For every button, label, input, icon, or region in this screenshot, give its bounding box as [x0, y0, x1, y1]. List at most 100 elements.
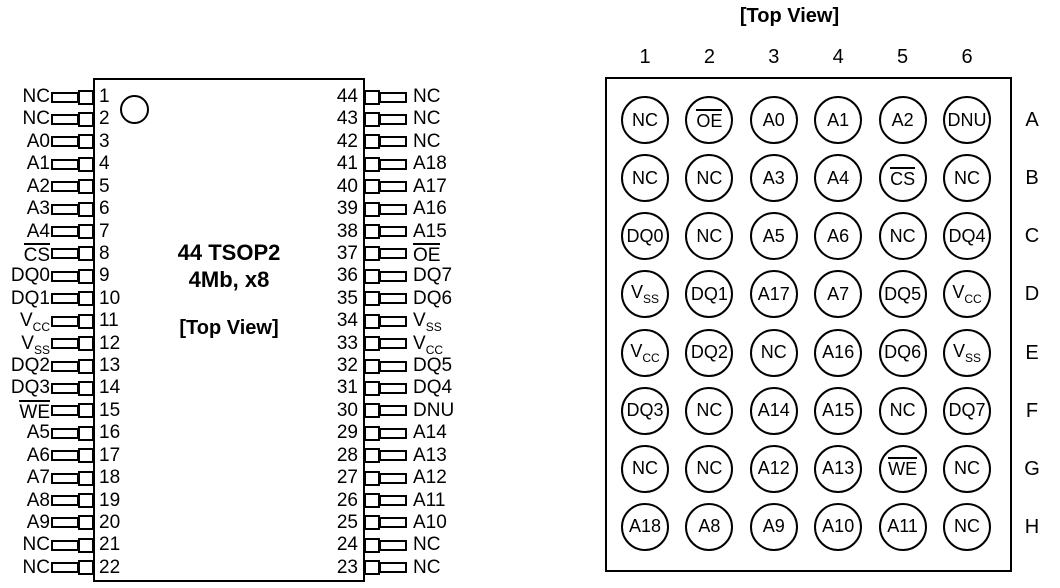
ball-signal-label: DNU [947, 109, 987, 130]
tsop-pin-32-lead [379, 360, 407, 372]
pin1-indicator-circle [120, 95, 149, 124]
ball-signal-label: NC [632, 458, 658, 479]
tsop2-body-outline [93, 78, 365, 582]
ball-signal-label: NC [632, 109, 658, 130]
ball-H3: A9 [749, 502, 798, 551]
tsop-pin-7-number: 7 [99, 220, 110, 242]
ball-C5: NC [878, 212, 927, 261]
tsop-pin-12-label: VSS [21, 332, 50, 357]
tsop-pin-10-number: 10 [99, 287, 121, 309]
tsop-pin-32-stub [364, 358, 380, 374]
tsop-pin-23-stub [364, 560, 380, 576]
ball-A6: DNU [943, 96, 991, 144]
tsop-pin-26-stub [364, 493, 380, 509]
tsop-pin-18-number: 18 [99, 467, 121, 489]
ball-signal-label: A8 [698, 516, 721, 537]
tsop-pin-4-stub [78, 156, 94, 172]
tsop-pin-40-stub [364, 179, 380, 195]
ball-signal-label: VSS [952, 340, 982, 365]
ball-signal-label: A17 [757, 283, 790, 304]
tsop-pin-27-lead [379, 472, 407, 484]
ball-H6: NC [943, 502, 991, 551]
ball-H2: A8 [685, 502, 734, 551]
tsop-pin-39-lead [379, 203, 407, 215]
ball-signal-label: NC [696, 167, 723, 188]
ball-signal-label: A9 [762, 516, 785, 537]
tsop-pin-20-number: 20 [99, 511, 121, 533]
tsop-pin-14-stub [78, 380, 94, 396]
bga-column-label-1: 1 [639, 46, 651, 68]
ball-B5: CS [878, 154, 927, 203]
tsop-pin-38-stub [364, 224, 380, 240]
ball-D5: DQ5 [878, 270, 927, 319]
tsop-pin-22-lead [51, 562, 79, 574]
tsop-pin-37-number: 37 [336, 242, 358, 264]
tsop-pin-39-label: A16 [413, 198, 447, 220]
ball-E1: VCC [621, 328, 669, 377]
tsop-pin-13-number: 13 [99, 355, 121, 377]
bga-column-label-2: 2 [703, 46, 715, 68]
tsop-pin-7-label: A4 [26, 220, 50, 242]
ball-B6: NC [943, 154, 991, 203]
tsop-pin-35-number: 35 [336, 287, 358, 309]
tsop-pin-35-stub [364, 291, 380, 307]
tsop-pin-15-stub [78, 403, 94, 419]
ball-G4: A13 [814, 444, 863, 493]
tsop-pin-17-lead [51, 450, 79, 462]
tsop-pin-6-stub [78, 201, 94, 217]
tsop-pin-28-stub [364, 448, 380, 464]
ball-F6: DQ7 [943, 386, 991, 435]
tsop-pin-26-lead [379, 495, 407, 507]
tsop-pin-28-label: A13 [413, 444, 447, 466]
tsop-pin-24-stub [364, 537, 380, 553]
ball-signal-label: NC [696, 225, 723, 246]
ball-E5: DQ6 [878, 328, 927, 377]
tsop-pin-14-number: 14 [99, 377, 121, 399]
tsop-pin-43-label: NC [413, 108, 441, 130]
tsop-pin-10-lead [51, 293, 79, 305]
tsop-pin-8-stub [78, 246, 94, 262]
tsop-pin-4-label: A1 [26, 153, 50, 175]
tsop-pin-6-number: 6 [99, 198, 110, 220]
tsop-pin-42-lead [379, 136, 407, 148]
ball-signal-label: CS [890, 166, 916, 189]
ball-E4: A16 [814, 328, 863, 377]
tsop-pin-20-stub [78, 515, 94, 531]
tsop-pin-37-lead [379, 248, 407, 260]
tsop-pin-4-lead [51, 158, 79, 170]
tsop-pin-22-number: 22 [99, 556, 121, 578]
bga-column-label-3: 3 [768, 46, 780, 68]
tsop-pin-42-number: 42 [336, 130, 358, 152]
tsop-pin-27-stub [364, 470, 380, 486]
tsop-pin-2-lead [51, 113, 79, 125]
tsop-pin-12-lead [51, 338, 79, 350]
ball-D6: VCC [943, 270, 991, 319]
ball-signal-label: A6 [827, 225, 850, 246]
tsop-pin-18-lead [51, 472, 79, 484]
tsop-pin-11-number: 11 [99, 310, 119, 332]
tsop-pin-15-number: 15 [99, 399, 121, 421]
tsop-pin-36-stub [364, 268, 380, 284]
ball-signal-label: A18 [628, 516, 662, 537]
tsop-pin-7-lead [51, 226, 79, 238]
ball-signal-label: NC [889, 225, 916, 246]
ball-signal-label: A1 [827, 109, 850, 130]
tsop-pin-2-stub [78, 111, 94, 127]
tsop-pin-16-label: A5 [26, 422, 50, 444]
ball-signal-label: DQ2 [690, 342, 728, 363]
tsop-pin-25-lead [379, 517, 407, 529]
ball-E2: DQ2 [685, 328, 734, 377]
ball-F5: NC [878, 386, 927, 435]
ball-G1: NC [621, 444, 669, 493]
tsop-pin-21-lead [51, 539, 79, 551]
tsop-pin-16-lead [51, 427, 79, 439]
bga-row-label-C: C [1024, 225, 1040, 248]
tsop-pin-28-lead [379, 450, 407, 462]
tsop-pin-31-label: DQ4 [413, 377, 453, 399]
tsop-pin-32-label: DQ5 [413, 355, 453, 377]
tsop-pin-25-label: A10 [413, 511, 447, 533]
bga-row-label-D: D [1024, 283, 1040, 306]
tsop-pin-24-number: 24 [336, 534, 358, 556]
ball-signal-label: A11 [887, 516, 918, 537]
tsop-pin-29-stub [364, 425, 380, 441]
